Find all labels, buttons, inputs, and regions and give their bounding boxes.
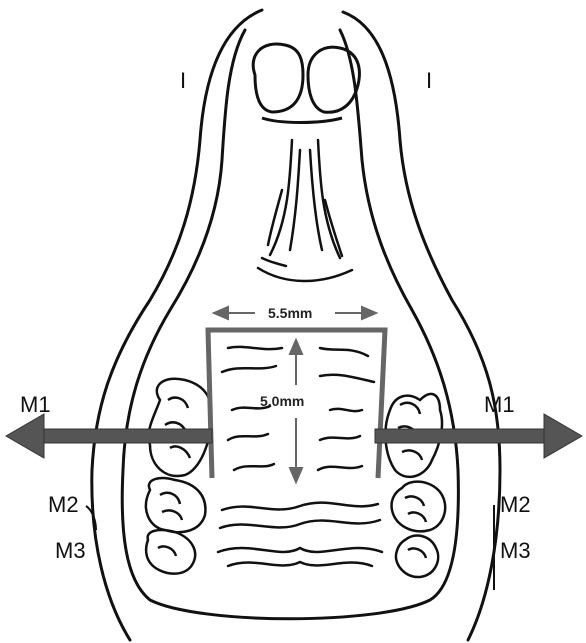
label-height-dimension: 5.0mm xyxy=(260,393,304,409)
left-m1-tooth xyxy=(149,379,212,476)
label-m3-right: M3 xyxy=(500,538,531,563)
label-m1-left: M1 xyxy=(20,392,51,417)
left-m3-tooth xyxy=(146,530,195,574)
incisor-teeth xyxy=(253,44,359,122)
right-molars xyxy=(385,394,445,577)
right-m2-tooth xyxy=(392,482,446,532)
palatal-rugae xyxy=(218,347,382,566)
label-m2-left: M2 xyxy=(48,492,79,517)
outer-jaw-outline xyxy=(92,10,500,640)
label-m1-right: M1 xyxy=(484,392,515,417)
label-incisor-right: I xyxy=(426,68,432,93)
right-m3-tooth xyxy=(396,536,438,577)
height-dimension-arrow xyxy=(290,340,302,482)
label-incisor-left: I xyxy=(180,68,186,93)
label-m3-left: M3 xyxy=(55,538,86,563)
label-width-dimension: 5.5mm xyxy=(268,305,312,321)
label-m2-right: M2 xyxy=(500,492,531,517)
left-m2-tooth xyxy=(146,478,205,532)
left-expansion-arrow xyxy=(6,414,212,458)
left-molars xyxy=(146,379,211,574)
mid-palatal-rugae-upper xyxy=(258,140,352,281)
